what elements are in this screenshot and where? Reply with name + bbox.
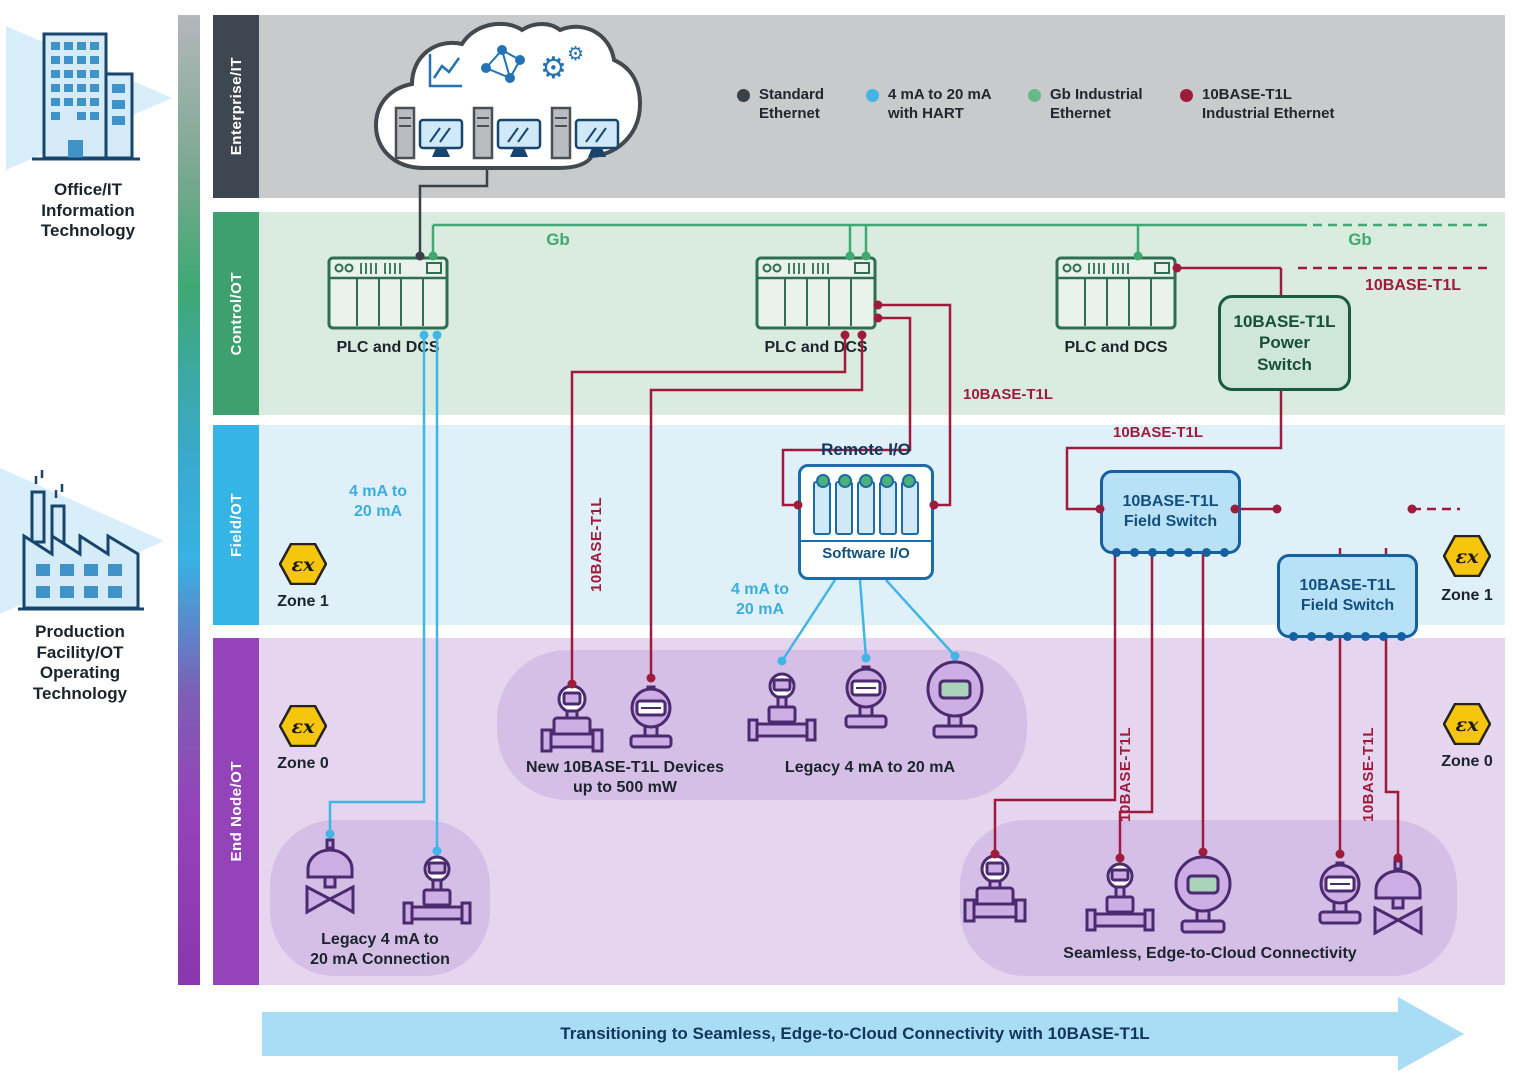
chart-icon (428, 54, 462, 88)
remote-io-unit: Remote I/O Software I/O (798, 440, 934, 580)
plc-dcs-icon-3 (1055, 256, 1177, 330)
round-transmitter-device-icon (926, 660, 984, 739)
seamless-connectivity-label: Seamless, Edge-to-Cloud Connectivity (1063, 945, 1357, 962)
legend-label: Gb Industrial Ethernet (1050, 86, 1143, 122)
ex-badge-zone1-right: εx (1443, 535, 1491, 577)
ex-badge-zone0-left: εx (279, 705, 327, 747)
legend-dot-gb-ethernet (1028, 89, 1041, 102)
band-tab-control: Control/OT (213, 212, 259, 415)
t1l-wire-label-vertical-c1: 10BASE-T1L (1117, 726, 1134, 822)
field-switch-1-label: 10BASE-T1L Field Switch (1122, 493, 1219, 530)
t1l-wire-label-top-right: 10BASE-T1L (1364, 277, 1462, 294)
legend-dot-t1l-ethernet (1180, 89, 1193, 102)
factory-icon (18, 470, 144, 611)
ex-symbol: εx (1456, 546, 1480, 568)
t1l-wire-label-vertical-left: 10BASE-T1L (588, 496, 605, 592)
legacy-4-20ma-label: Legacy 4 mA to 20 mA (784, 759, 956, 776)
remote-io-title: Remote I/O (821, 440, 911, 459)
zone0-left-label: Zone 0 (277, 755, 329, 772)
valve-transmitter-device-icon (747, 672, 817, 742)
legend-label: Standard Ethernet (759, 86, 825, 122)
t1l-wire-label-vertical-c2: 10BASE-T1L (1360, 726, 1377, 822)
round-transmitter-device-icon (1174, 855, 1232, 934)
legend-item-t1l-ethernet: 10BASE-T1L Industrial Ethernet (1180, 86, 1335, 124)
gear-icon: ⚙ ⚙ (540, 43, 584, 86)
new-t1l-devices-label: New 10BASE-T1L Devices up to 500 mW (525, 759, 724, 796)
band-tab-end-node: End Node/OT (213, 638, 259, 985)
field-switch-1: 10BASE-T1L Field Switch (1100, 470, 1241, 557)
ex-symbol: εx (292, 716, 316, 738)
t1l-wire-label-mid: 10BASE-T1L (962, 386, 1054, 403)
field-switch-2: 10BASE-T1L Field Switch (1277, 554, 1418, 641)
layer-gradient-bar (178, 15, 200, 985)
transmitter-device-icon (629, 685, 673, 749)
valve-transmitter-device-icon (402, 855, 472, 925)
valve-actuator-device-icon (305, 838, 355, 914)
flow-meter-device-icon (540, 684, 604, 753)
zone0-right-label: Zone 0 (1441, 753, 1493, 770)
legend-dot-standard-ethernet (737, 89, 750, 102)
office-it-label: Office/IT Information Technology (40, 180, 136, 241)
power-switch: 10BASE-T1L Power Switch (1218, 295, 1351, 391)
remote-io-status-leds (809, 473, 923, 488)
zone1-right-label: Zone 1 (1441, 587, 1493, 604)
zone1-left-label: Zone 1 (277, 593, 329, 610)
software-io-label: Software I/O (801, 539, 931, 566)
legend-label: 4 mA to 20 mA with HART (888, 86, 992, 122)
legend-item-4-20ma-hart: 4 mA to 20 mA with HART (866, 86, 992, 124)
transmitter-device-icon (844, 665, 888, 729)
valve-transmitter-device-icon (1085, 862, 1155, 932)
footer-arrow-label: Transitioning to Seamless, Edge-to-Cloud… (560, 1024, 1150, 1043)
legend-item-gb-ethernet: Gb Industrial Ethernet (1028, 86, 1143, 124)
legend-label: 10BASE-T1L Industrial Ethernet (1202, 86, 1335, 122)
transmitter-device-icon (1318, 861, 1362, 925)
legend-item-standard-ethernet: Standard Ethernet (737, 86, 824, 124)
gb-wire-label-left: Gb (546, 230, 570, 249)
field-switch-1-ports (1103, 548, 1238, 557)
svg-text:⚙: ⚙ (540, 51, 567, 86)
svg-text:⚙: ⚙ (567, 43, 584, 65)
legacy-connection-label: Legacy 4 mA to 20 mA Connection (310, 931, 450, 968)
network-icon (481, 45, 525, 83)
flow-meter-device-icon (963, 854, 1027, 923)
valve-actuator-device-icon (1373, 859, 1423, 935)
ex-badge-zone1-left: εx (279, 543, 327, 585)
server-and-monitor-icons (394, 106, 620, 160)
remote-io-box: Software I/O (798, 463, 934, 580)
band-tab-enterprise: Enterprise/IT (213, 15, 259, 198)
field-switch-2-ports (1280, 632, 1415, 641)
plc-dcs-icon-2 (755, 256, 877, 330)
legend-dot-4-20ma-hart (866, 89, 879, 102)
production-ot-label: Production Facility/OT Operating Technol… (32, 622, 128, 704)
ex-symbol: εx (292, 554, 316, 576)
field-switch-2-label: 10BASE-T1L Field Switch (1299, 577, 1396, 614)
plc-dcs-icon-1 (327, 256, 449, 330)
band-tab-field: Field/OT (213, 425, 259, 625)
remote-io-modules (809, 480, 923, 535)
ex-badge-zone0-right: εx (1443, 703, 1491, 745)
enterprise-cloud-icon: ⚙ ⚙ (373, 21, 642, 170)
plc-dcs-label-3: PLC and DCS (1064, 339, 1168, 356)
gb-wire-label-right: Gb (1348, 230, 1372, 249)
ex-symbol: εx (1456, 714, 1480, 736)
office-building-icon (32, 32, 140, 161)
